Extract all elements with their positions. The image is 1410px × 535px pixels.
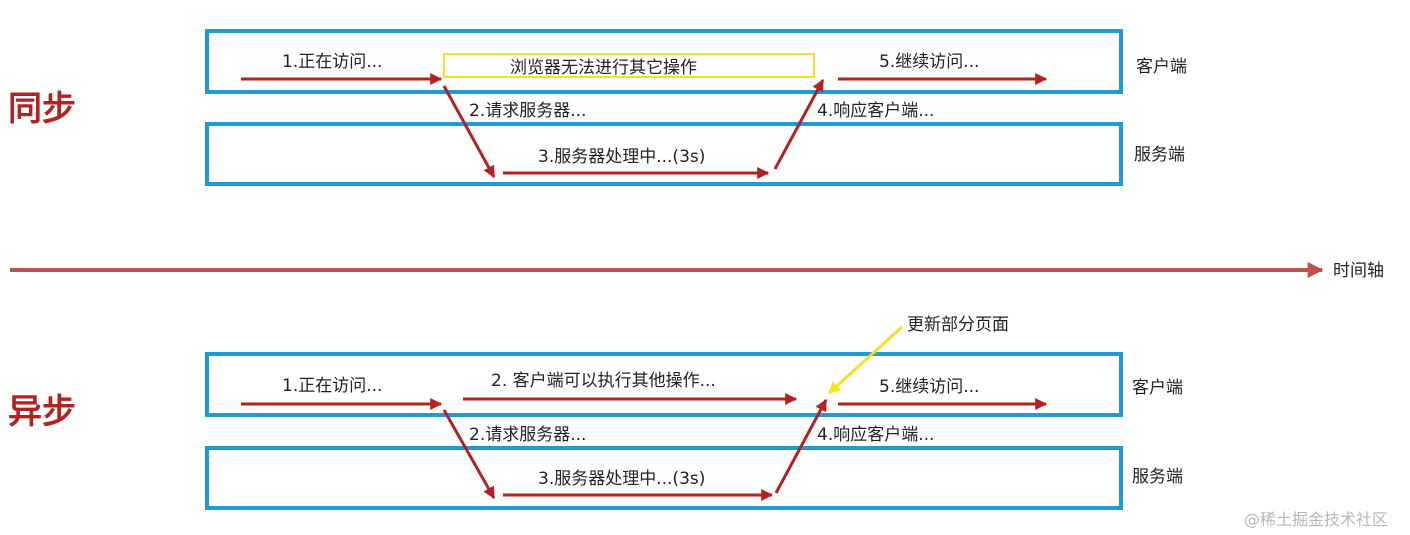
async-step2-arrow (442, 409, 496, 500)
sync-step2-arrow (442, 85, 496, 179)
update-callout-label: 更新部分页面 (907, 315, 1009, 335)
async-step3-label: 3.服务器处理中...(3s) (538, 469, 705, 489)
watermark: @稀土掘金技术社区 (1244, 510, 1388, 529)
sync-step5-label: 5.继续访问... (879, 52, 979, 72)
update-callout-arrow (827, 325, 904, 395)
sync-client-label: 客户端 (1136, 57, 1187, 77)
sync-section: 同步 客户端 服务端 浏览器无法进行其它操作 1.正在访问... 2.请求服务器… (8, 29, 1187, 186)
timeline-label: 时间轴 (1333, 261, 1384, 281)
sync-blocked-highlight (443, 53, 815, 78)
sync-server-label: 服务端 (1134, 145, 1185, 165)
sync-step4-arrow (773, 78, 825, 170)
async-server-label: 服务端 (1132, 467, 1183, 487)
async-client-op-label: 2. 客户端可以执行其他操作... (491, 371, 716, 391)
async-step1-label: 1.正在访问... (282, 376, 382, 396)
sync-blocked-text: 浏览器无法进行其它操作 (510, 58, 697, 78)
sync-server-lane (205, 122, 1123, 186)
sync-title: 同步 (8, 89, 76, 129)
sync-step1-label: 1.正在访问... (282, 52, 382, 72)
async-client-label: 客户端 (1132, 378, 1183, 398)
sync-step2-label: 2.请求服务器... (469, 101, 586, 121)
async-step2-label: 2.请求服务器... (469, 425, 586, 445)
async-section: 异步 客户端 服务端 1.正在访问... 2. 客户端可以执行其他操作... 2… (8, 315, 1183, 510)
async-server-lane (205, 446, 1123, 510)
async-step5-label: 5.继续访问... (879, 377, 979, 397)
timeline: 时间轴 (10, 261, 1384, 281)
sync-step4-label: 4.响应客户端... (817, 101, 934, 121)
async-client-lane (205, 352, 1123, 417)
sync-client-lane (205, 29, 1123, 94)
sync-step3-label: 3.服务器处理中...(3s) (538, 147, 705, 167)
async-step4-arrow (774, 398, 828, 494)
async-title: 异步 (8, 392, 76, 432)
async-step4-label: 4.响应客户端... (817, 425, 934, 445)
